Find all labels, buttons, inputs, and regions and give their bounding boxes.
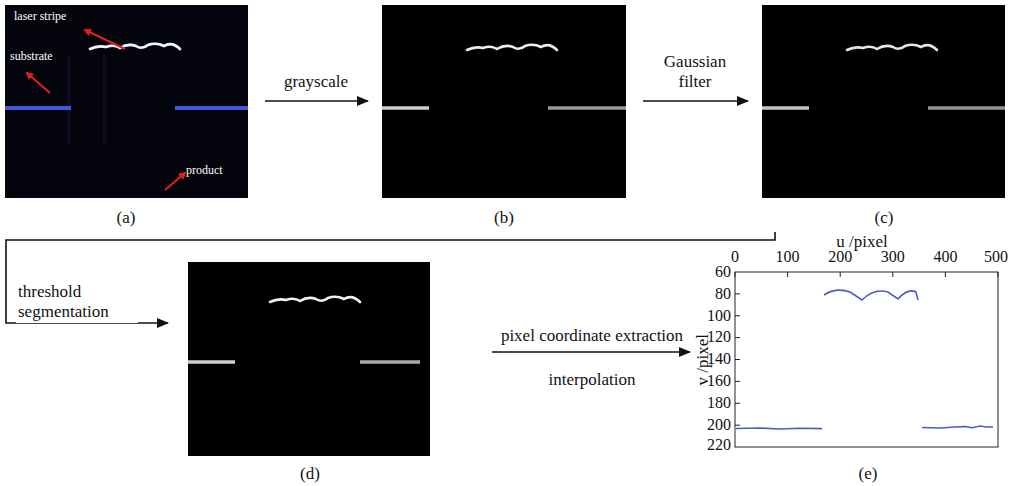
- panel-caption: (b): [494, 208, 514, 228]
- segmented-panel: [188, 262, 430, 456]
- panel-caption: (d): [300, 464, 320, 484]
- process-arrow: [492, 351, 690, 353]
- panel-label: product: [186, 164, 223, 178]
- process-arrow: [6, 232, 775, 323]
- tick-label: 300: [881, 248, 905, 266]
- tick-label: 120: [707, 328, 731, 346]
- image-panel: u /pixelv /pixel(e): [692, 230, 1010, 484]
- tick-label: 160: [707, 372, 731, 390]
- line-chart: [735, 272, 998, 447]
- panel-caption: (c): [875, 208, 894, 228]
- tick-label: 140: [707, 350, 731, 368]
- filtered-panel: [762, 5, 1005, 198]
- tick-label: 0: [731, 248, 739, 266]
- tick-label: 400: [933, 248, 957, 266]
- tick-label: 80: [715, 285, 731, 303]
- tick-label: 220: [707, 436, 731, 454]
- process-arrow: [643, 100, 748, 102]
- image-panel: laser stripe substrate product (a): [5, 5, 248, 232]
- tick-label: 500: [984, 248, 1008, 266]
- step-label: grayscale: [282, 72, 350, 92]
- image-panel: (c): [762, 5, 1005, 232]
- step-label: threshold segmentation: [16, 282, 138, 323]
- step-label: pixel coordinate extraction: [499, 326, 685, 346]
- panel-label: laser stripe: [14, 10, 66, 24]
- grayscale-panel: [382, 5, 626, 198]
- tick-label: 60: [715, 263, 731, 281]
- tick-label: 200: [707, 416, 731, 434]
- process-arrow: [265, 100, 368, 102]
- panel-caption: (a): [117, 208, 136, 228]
- step-label: interpolation: [549, 370, 636, 390]
- tick-label: 180: [707, 394, 731, 412]
- panel-label: substrate: [10, 50, 53, 64]
- step-label: Gaussian filter: [651, 52, 739, 93]
- tick-label: 200: [828, 248, 852, 266]
- image-panel: (d): [188, 262, 430, 484]
- photo-panel: [5, 5, 248, 198]
- panel-caption: (e): [859, 464, 878, 484]
- image-panel: (b): [382, 5, 626, 232]
- tick-label: 100: [707, 307, 731, 325]
- tick-label: 100: [776, 248, 800, 266]
